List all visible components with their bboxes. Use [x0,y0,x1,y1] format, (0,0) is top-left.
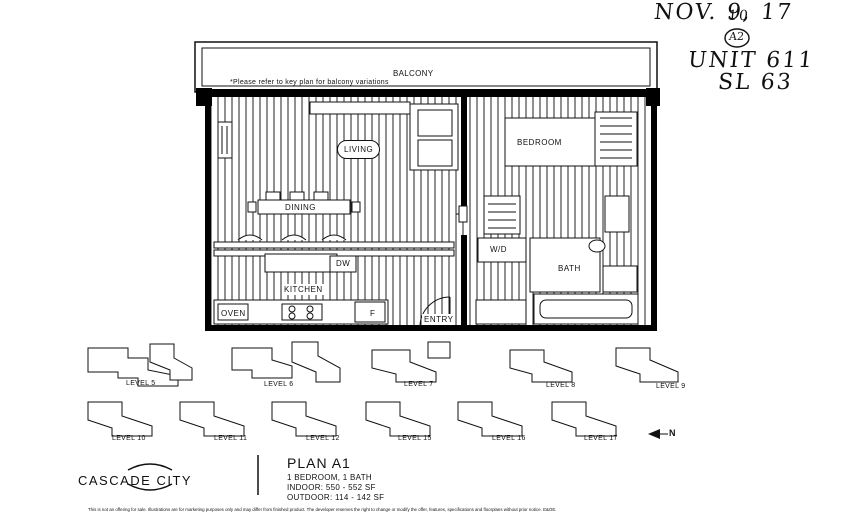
level-label: LEVEL 10 [112,435,146,442]
level-label: LEVEL 6 [264,381,294,388]
level-label: LEVEL 16 [492,435,526,442]
dw-label: DW [336,259,351,268]
dining-label: DINING [285,203,316,212]
fridge-label: F [370,309,376,318]
level-label: LEVEL 11 [214,435,248,442]
plan-outdoor: OUTDOOR: 114 - 142 SF [287,493,385,502]
handwritten-date: NOV. 9, 17 [652,0,795,25]
plan-indoor: INDOOR: 550 - 552 SF [287,483,376,492]
level-label: LEVEL 15 [398,435,432,442]
brand-logo: CASCADE CITY [78,473,193,488]
bath-label: BATH [558,264,581,273]
living-label: LIVING [337,140,381,159]
plan-name: PLAN A1 [287,455,351,471]
balcony-label: BALCONY [393,69,434,78]
oven-label: OVEN [221,309,246,318]
level-label: LEVEL 8 [546,382,576,389]
balcony-note: *Please refer to key plan for balcony va… [230,79,389,86]
level-label: LEVEL 17 [584,435,618,442]
entry-label: ENTRY [422,314,456,325]
disclaimer: This is not an offering for sale. Illust… [88,507,557,512]
north-label: N [669,428,676,438]
level-label: LEVEL 7 [404,381,434,388]
handwritten-sl: SL 63 [716,70,794,95]
bedroom-label: BEDROOM [517,138,562,147]
level-label: LEVEL 5 [126,380,156,387]
kitchen-label: KITCHEN [282,284,325,295]
handwritten-ten: 10 [727,8,751,24]
level-label: LEVEL 12 [306,435,340,442]
level-label: LEVEL 9 [656,383,686,390]
plan-rooms: 1 BEDROOM, 1 BATH [287,473,372,482]
handwritten-circle-code: A2 [728,30,745,43]
wd-label: W/D [490,245,508,254]
